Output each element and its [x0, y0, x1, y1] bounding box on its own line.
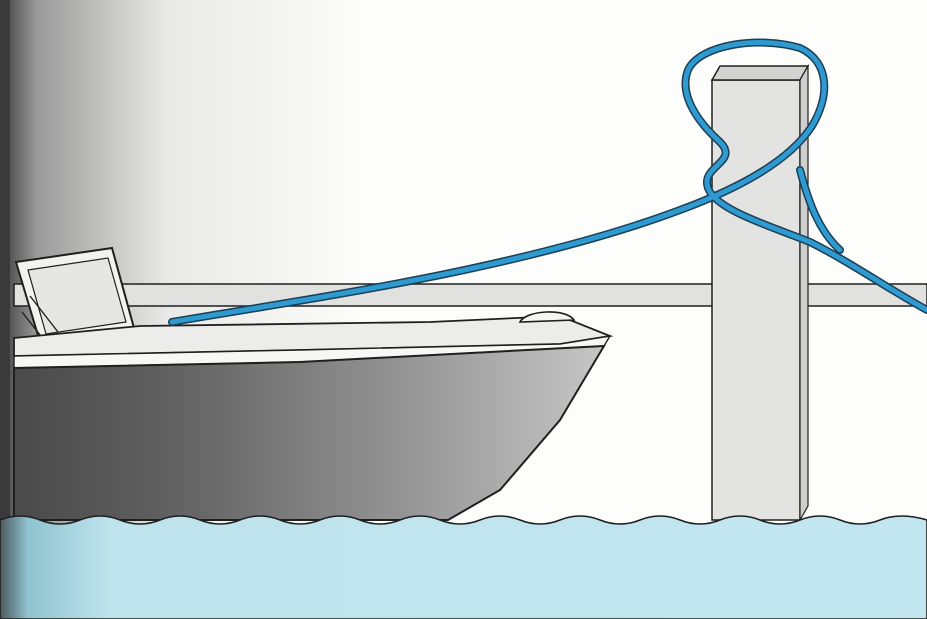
- dock-piling: [712, 66, 808, 520]
- water: [0, 516, 927, 619]
